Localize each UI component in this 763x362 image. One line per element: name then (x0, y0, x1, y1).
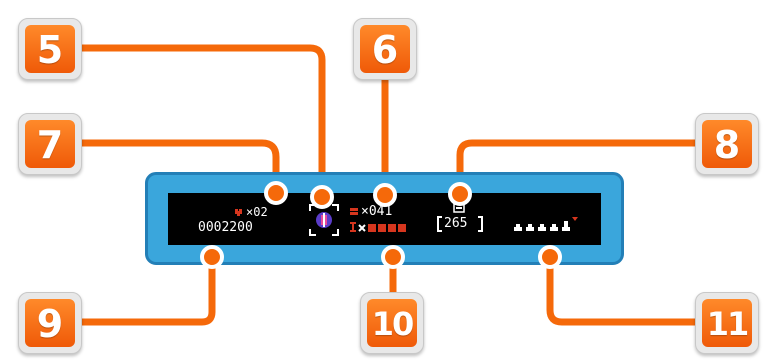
callout-dot-9 (200, 245, 224, 269)
score-value: 0002200 (198, 220, 253, 235)
callout-number: 8 (702, 120, 752, 168)
callout-badge-6: 6 (353, 18, 417, 80)
callout-number: 6 (360, 25, 410, 73)
callout-badge-8: 8 (695, 113, 759, 175)
leader-line-9 (78, 253, 216, 326)
callout-dot-10 (381, 245, 405, 269)
callout-dot-5 (310, 185, 334, 209)
callout-number: 10 (367, 299, 417, 347)
leader-line-11 (546, 253, 701, 326)
power-meter (350, 222, 406, 232)
callout-badge-10: 10 (360, 292, 424, 354)
callout-number: 9 (25, 299, 75, 347)
callout-badge-11: 11 (695, 292, 759, 354)
callout-badge-9: 9 (18, 292, 82, 354)
callout-dot-11 (538, 245, 562, 269)
leader-line-5 (78, 44, 326, 201)
callout-dot-7 (264, 181, 288, 205)
callout-number: 7 (25, 120, 75, 168)
callout-dot-8 (448, 182, 472, 206)
ammo-icon (350, 208, 358, 215)
ammo-count: ×041 (361, 204, 393, 219)
callout-badge-7: 7 (18, 113, 82, 175)
callout-dot-6 (373, 183, 397, 207)
callout-badge-5: 5 (18, 18, 82, 80)
heart-icon (235, 209, 242, 216)
hud-panel: ×02 0002200 ×041 (145, 172, 624, 265)
timer-brackets (437, 216, 483, 232)
callout-number: 11 (702, 299, 752, 347)
leader-line-8 (456, 139, 701, 198)
subweapon-box (309, 204, 339, 236)
leader-line-7 (78, 139, 280, 197)
lives-count: ×02 (246, 205, 268, 219)
timer-value: 265 (444, 216, 468, 231)
callout-number: 5 (25, 25, 75, 73)
remaining-icons (514, 217, 578, 231)
